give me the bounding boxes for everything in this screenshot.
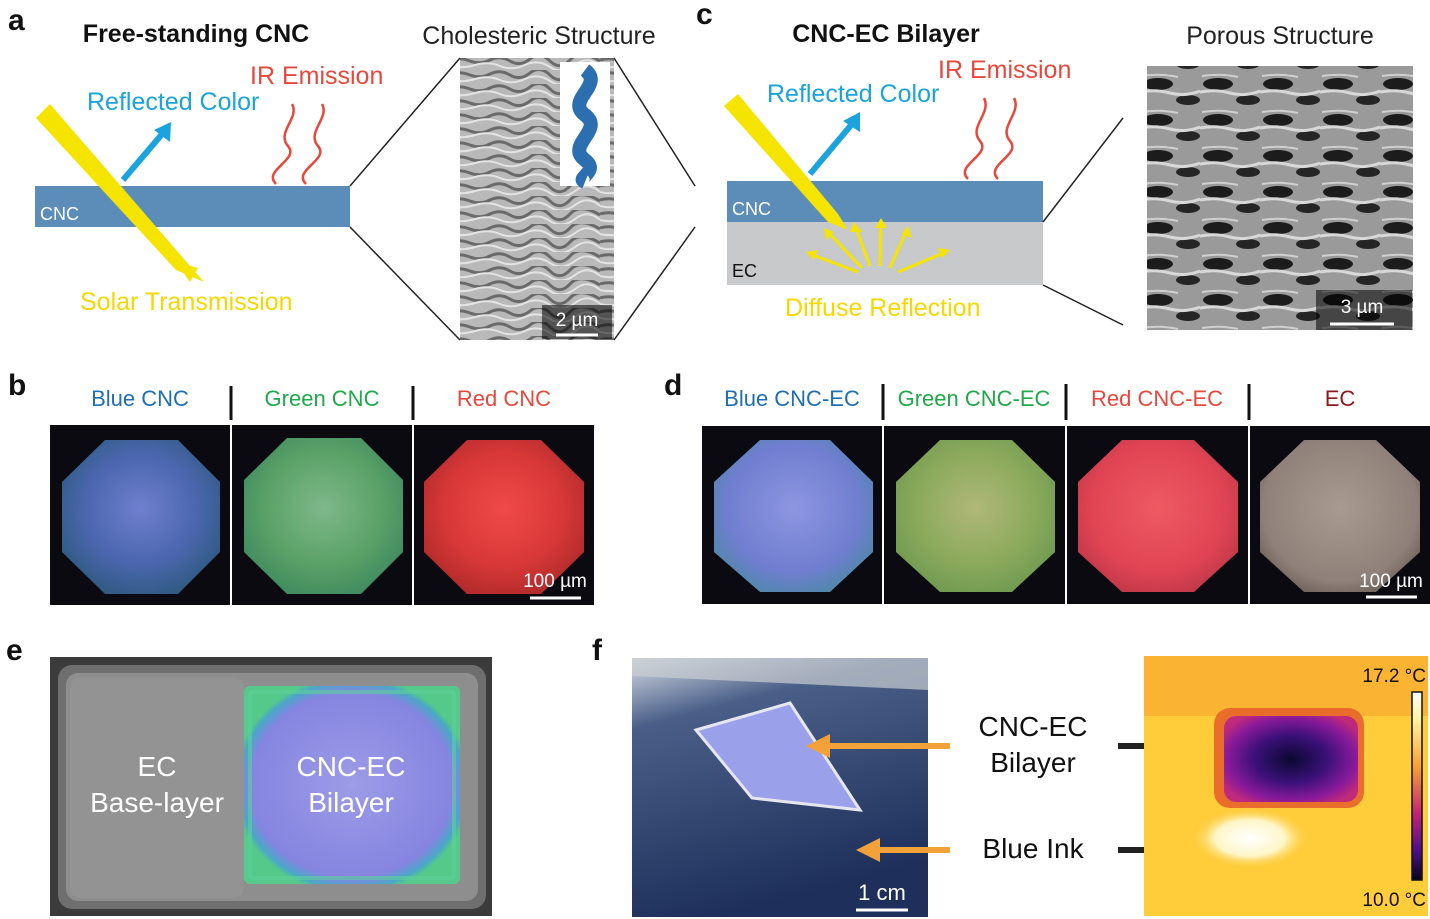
bilayer-callout-line2: Bilayer xyxy=(990,747,1076,778)
green-cnc-ec-film xyxy=(896,440,1055,592)
reflected-arrowhead-c xyxy=(843,112,860,132)
porous-sem-image xyxy=(1147,66,1413,330)
thermal-colorbar xyxy=(1411,691,1423,881)
ir-emission-label-c: IR Emission xyxy=(938,56,1071,84)
ir-emission-label: IR Emission xyxy=(250,62,383,90)
ir-wave-2 xyxy=(301,103,325,185)
scalebar-c-label: 3 µm xyxy=(1341,297,1384,318)
panel-b-letter: b xyxy=(8,369,26,402)
thermal-top-band xyxy=(1144,656,1428,716)
thermal-warm-spot xyxy=(1192,808,1308,868)
orange-arrowhead-ink xyxy=(856,838,880,862)
zoom-line-top xyxy=(349,57,461,187)
ec-base-label-line2: Base-layer xyxy=(90,787,224,818)
ec-base-region xyxy=(70,678,244,898)
red-cnc-ec-film xyxy=(1078,440,1238,592)
panel-d-letter: d xyxy=(664,369,682,402)
panel-c-title: CNC-EC Bilayer xyxy=(792,20,980,48)
cnc-ec-bilayer-region xyxy=(244,686,460,884)
sample-label-blue-cnc-ec: Blue CNC-EC xyxy=(724,386,860,411)
scalebar-b-label: 100 µm xyxy=(523,571,587,592)
panel-e: e EC Base-layer CNC-EC Bilayer xyxy=(6,634,492,916)
reflected-arrow-c xyxy=(807,122,855,176)
cnc-top-layer-label: CNC xyxy=(732,199,771,219)
blue-ink-callout: Blue Ink xyxy=(982,833,1084,864)
panel-d: d Blue CNC-EC Green CNC-EC Red CNC-EC EC… xyxy=(664,369,1430,604)
sample-label-green-cnc-ec: Green CNC-EC xyxy=(898,386,1051,411)
solar-beam-c xyxy=(724,94,848,230)
zoom-line-c-top xyxy=(1042,117,1124,223)
zoom-line-right-bottom xyxy=(613,226,696,341)
bilayer-label-line2: Bilayer xyxy=(308,787,394,818)
diffuse-rays xyxy=(809,221,947,274)
panel-b: b Blue CNC Green CNC Red CNC 100 µm xyxy=(8,369,594,605)
cnc-layer-label: CNC xyxy=(40,204,79,224)
solar-transmission-label: Solar Transmission xyxy=(80,288,293,316)
helix-icon xyxy=(572,64,598,189)
bilayer-label-line1: CNC-EC xyxy=(297,751,406,782)
zoom-line-c-bottom xyxy=(1042,284,1124,326)
sample-label-blue-cnc: Blue CNC xyxy=(91,386,189,411)
solar-beam xyxy=(36,104,204,282)
panel-c: c CNC-EC Bilayer Porous Structure CNC EC… xyxy=(696,0,1413,330)
reflected-color-label-c: Reflected Color xyxy=(767,80,939,108)
scalebar-a-label: 2 µm xyxy=(556,310,599,331)
ir-wave-c2 xyxy=(993,97,1017,180)
temp-max-label: 17.2 °C xyxy=(1362,666,1426,687)
blue-cnc-film xyxy=(62,440,220,594)
green-cnc-film xyxy=(244,438,403,594)
solar-arrowhead xyxy=(176,262,198,282)
ec-bottom-layer xyxy=(727,222,1043,285)
blue-cnc-ec-film xyxy=(714,440,873,592)
zoom-line-bottom xyxy=(349,226,461,341)
panel-a: a Free-standing CNC Cholesteric Structur… xyxy=(8,4,696,341)
ir-wave-1 xyxy=(271,103,295,185)
panel-a-title: Free-standing CNC xyxy=(83,20,309,48)
scalebar-f-label: 1 cm xyxy=(858,880,906,905)
temp-min-label: 10.0 °C xyxy=(1362,890,1426,911)
bilayer-patch-photo xyxy=(696,703,860,810)
sample-label-red-cnc: Red CNC xyxy=(457,386,551,411)
panel-c-letter: c xyxy=(696,0,713,31)
bilayer-callout-line1: CNC-EC xyxy=(979,711,1088,742)
red-cnc-film xyxy=(424,440,584,594)
panel-c-structure-title: Porous Structure xyxy=(1186,22,1374,50)
ec-base-label-line1: EC xyxy=(138,751,177,782)
reflected-arrow xyxy=(120,131,166,182)
reflected-arrowhead xyxy=(154,122,171,142)
photo-glare xyxy=(632,658,928,690)
sample-label-red-cnc-ec: Red CNC-EC xyxy=(1091,386,1223,411)
panel-a-letter: a xyxy=(8,4,25,37)
zoom-line-right-top xyxy=(613,57,696,187)
orange-arrowhead-bilayer xyxy=(806,734,830,758)
diffuse-reflection-label: Diffuse Reflection xyxy=(785,294,980,322)
ec-bottom-layer-label: EC xyxy=(732,261,757,281)
diffuse-arrowheads xyxy=(806,218,950,260)
panel-a-structure-title: Cholesteric Structure xyxy=(422,22,655,50)
panel-f-letter: f xyxy=(592,634,603,667)
scalebar-a-bg xyxy=(542,305,612,339)
thermal-cold-patch xyxy=(1224,716,1358,802)
reflected-color-label: Reflected Color xyxy=(87,88,259,116)
ec-film xyxy=(1260,440,1420,592)
panel-f: f 1 cm CNC-EC Bilayer Blue Ink 17.2 °C 1… xyxy=(592,634,1428,917)
bilayer-edge xyxy=(248,690,456,880)
cnc-layer xyxy=(35,186,350,227)
bilayer-patch-edge xyxy=(693,701,863,812)
scalebar-d-label: 100 µm xyxy=(1359,571,1423,592)
ir-wave-c1 xyxy=(963,97,987,180)
sample-label-ec: EC xyxy=(1325,386,1356,411)
panel-e-letter: e xyxy=(6,634,23,667)
cnc-top-layer xyxy=(727,181,1043,222)
sample-label-green-cnc: Green CNC xyxy=(265,386,380,411)
